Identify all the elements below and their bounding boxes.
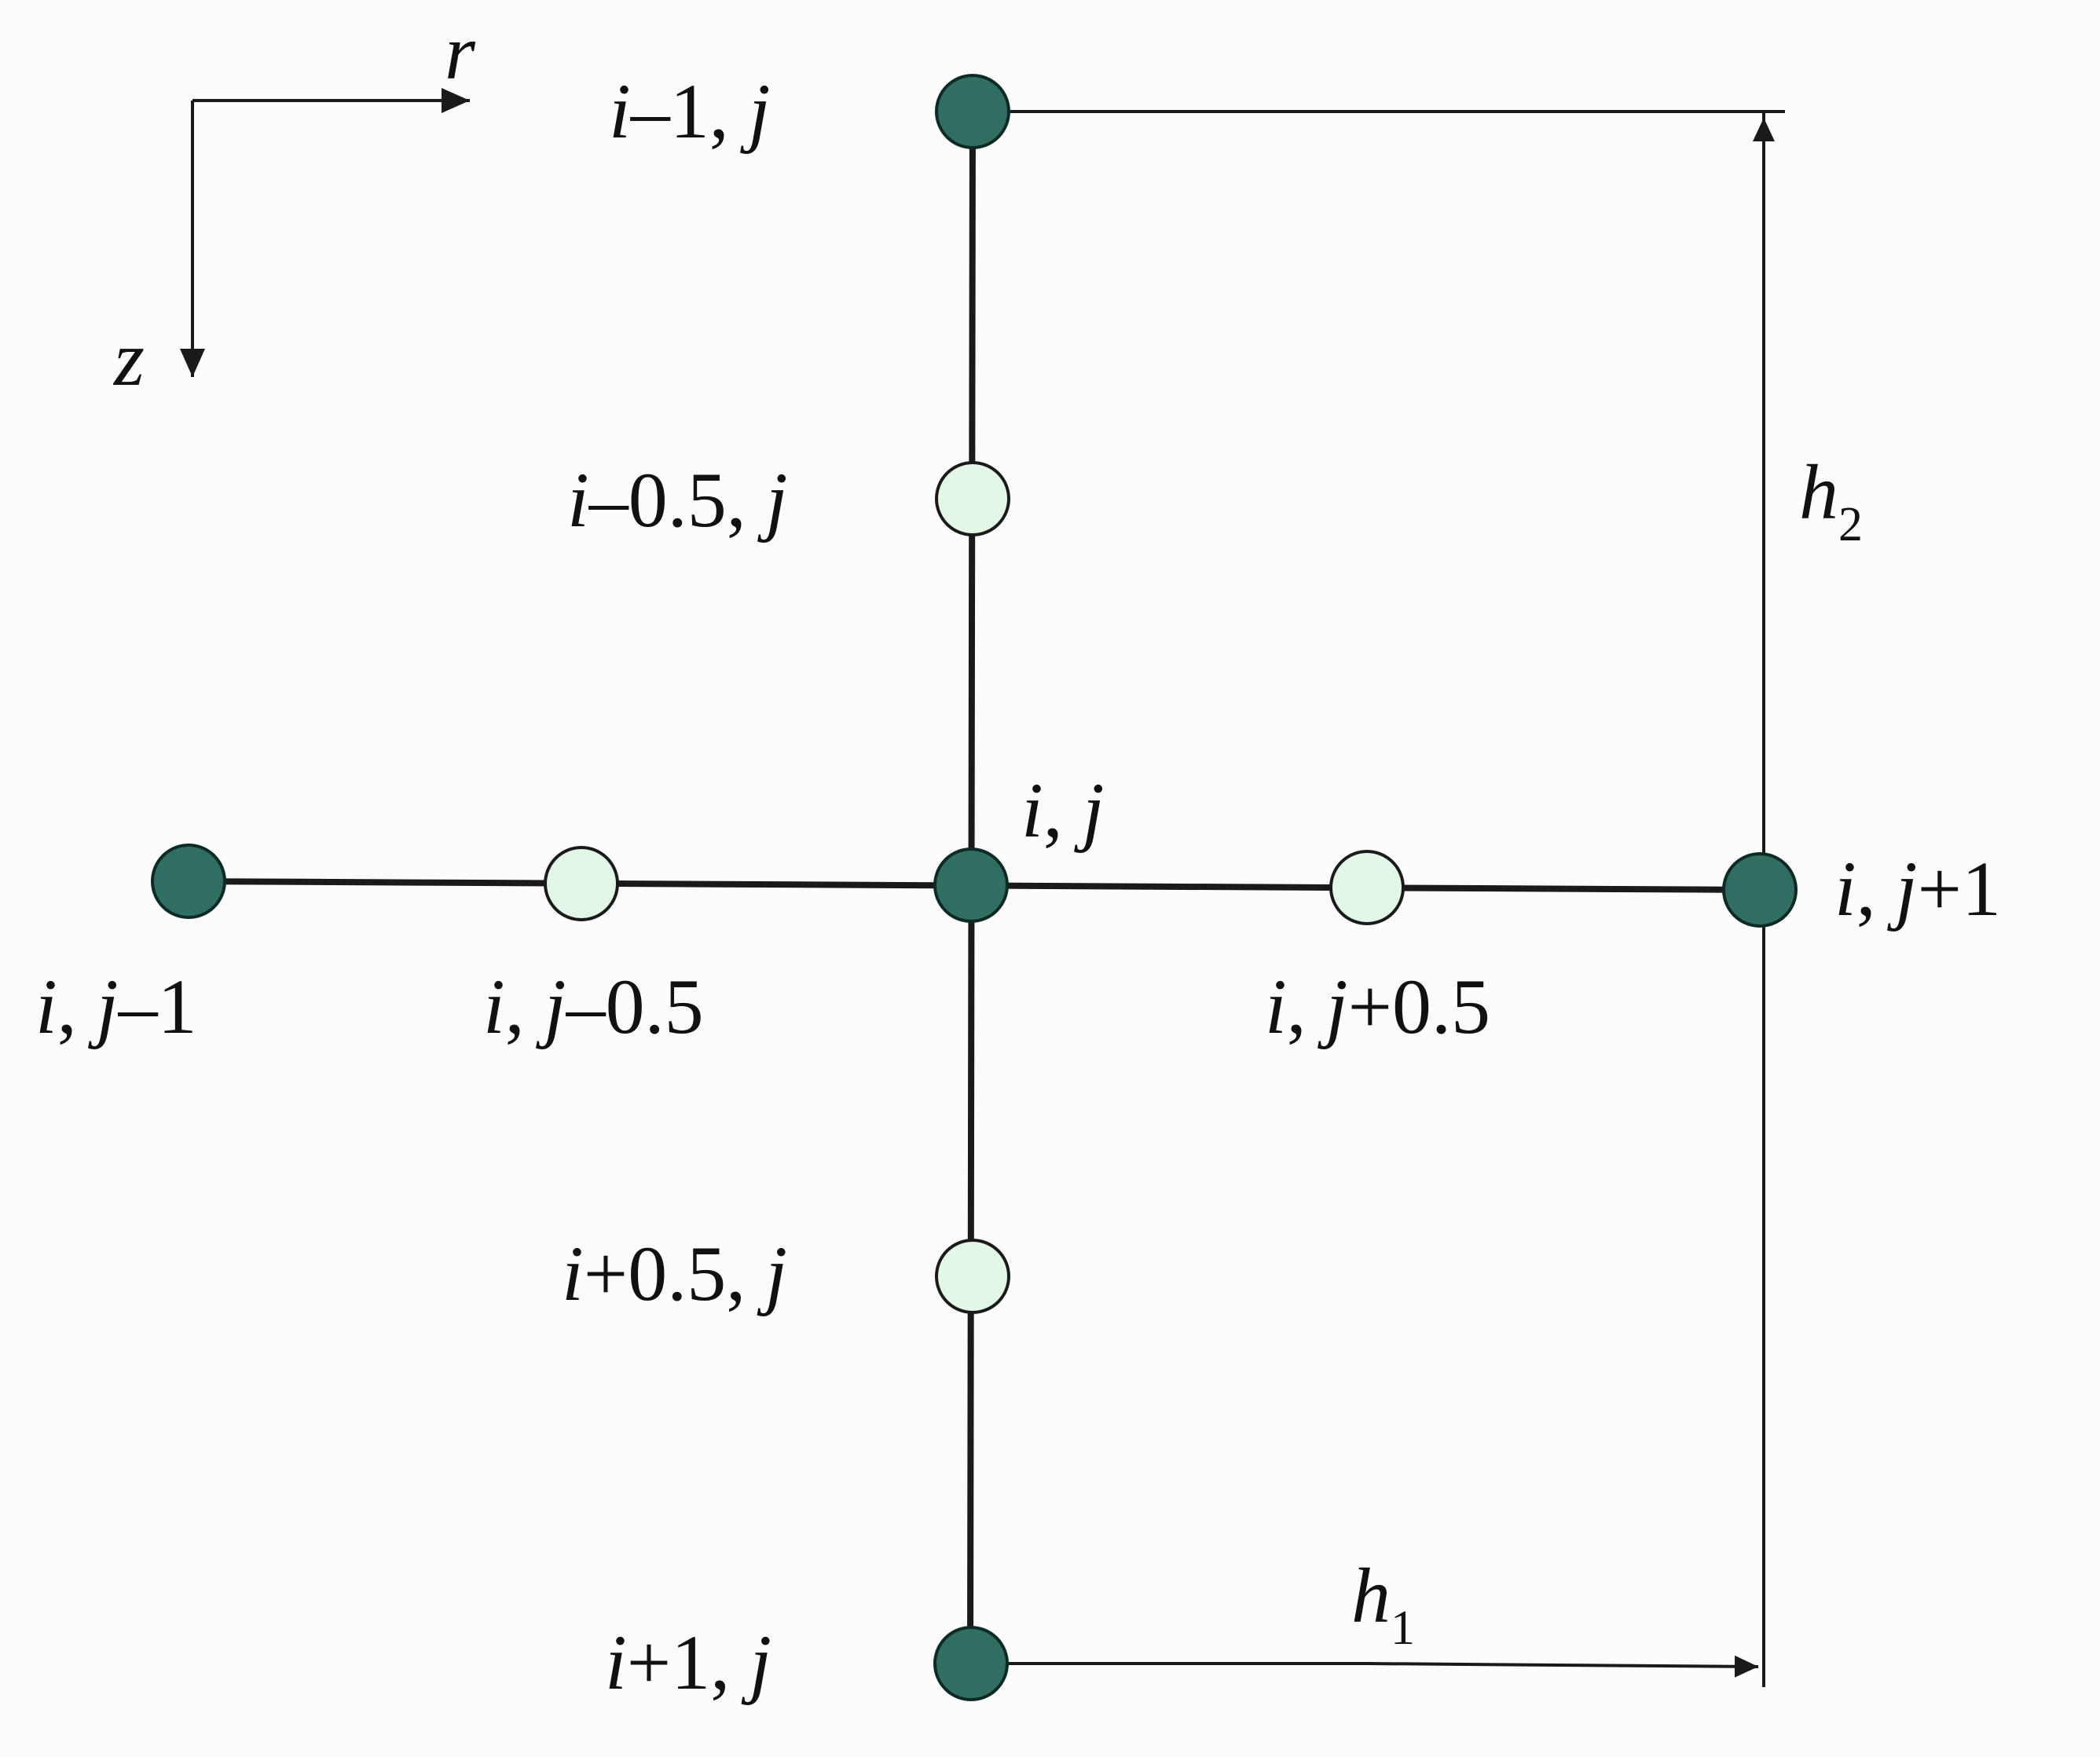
node-i-j-plus-1 [1722,852,1798,928]
h1-label: h1 [1351,1552,1415,1655]
node-i-j-minus-1 [151,844,226,919]
node-i-j-plus-half [1329,850,1405,925]
label-i-plus-half-j: i+0.5, j [562,1230,787,1317]
h1-dimension-arrow-right [1366,1655,1759,1678]
dimension-lines: h2 h1 [974,110,1863,1687]
node-labels: i–1, j i–0.5, j i, j i, j+1 i, j–1 i, j–… [35,68,2001,1706]
label-i-minus-half-j: i–0.5, j [567,456,788,544]
r-axis-label: r [445,9,476,96]
label-i-j-plus-1: i, j+1 [1834,845,2001,932]
node-i-minus-half-j [935,461,1010,536]
node-i-plus-half-j [935,1239,1010,1314]
node-i-plus-1-j [933,1626,1009,1701]
node-i-j-minus-half [544,846,619,921]
coordinate-axes: r z [112,9,476,402]
label-i-j-plus-half: i, j+0.5 [1265,963,1490,1050]
node-i-j [933,847,1009,923]
label-i-j-minus-1: i, j–1 [35,963,197,1050]
h2-label: h2 [1799,448,1863,551]
label-i-j: i, j [1021,767,1105,854]
grid-nodes [151,74,1798,1701]
label-i-minus-1-j: i–1, j [609,68,771,155]
node-i-minus-1-j [935,74,1010,149]
label-i-plus-1-j: i+1, j [605,1619,771,1706]
z-axis-label: z [112,315,145,402]
label-i-j-minus-half: i, j–0.5 [483,963,704,1050]
